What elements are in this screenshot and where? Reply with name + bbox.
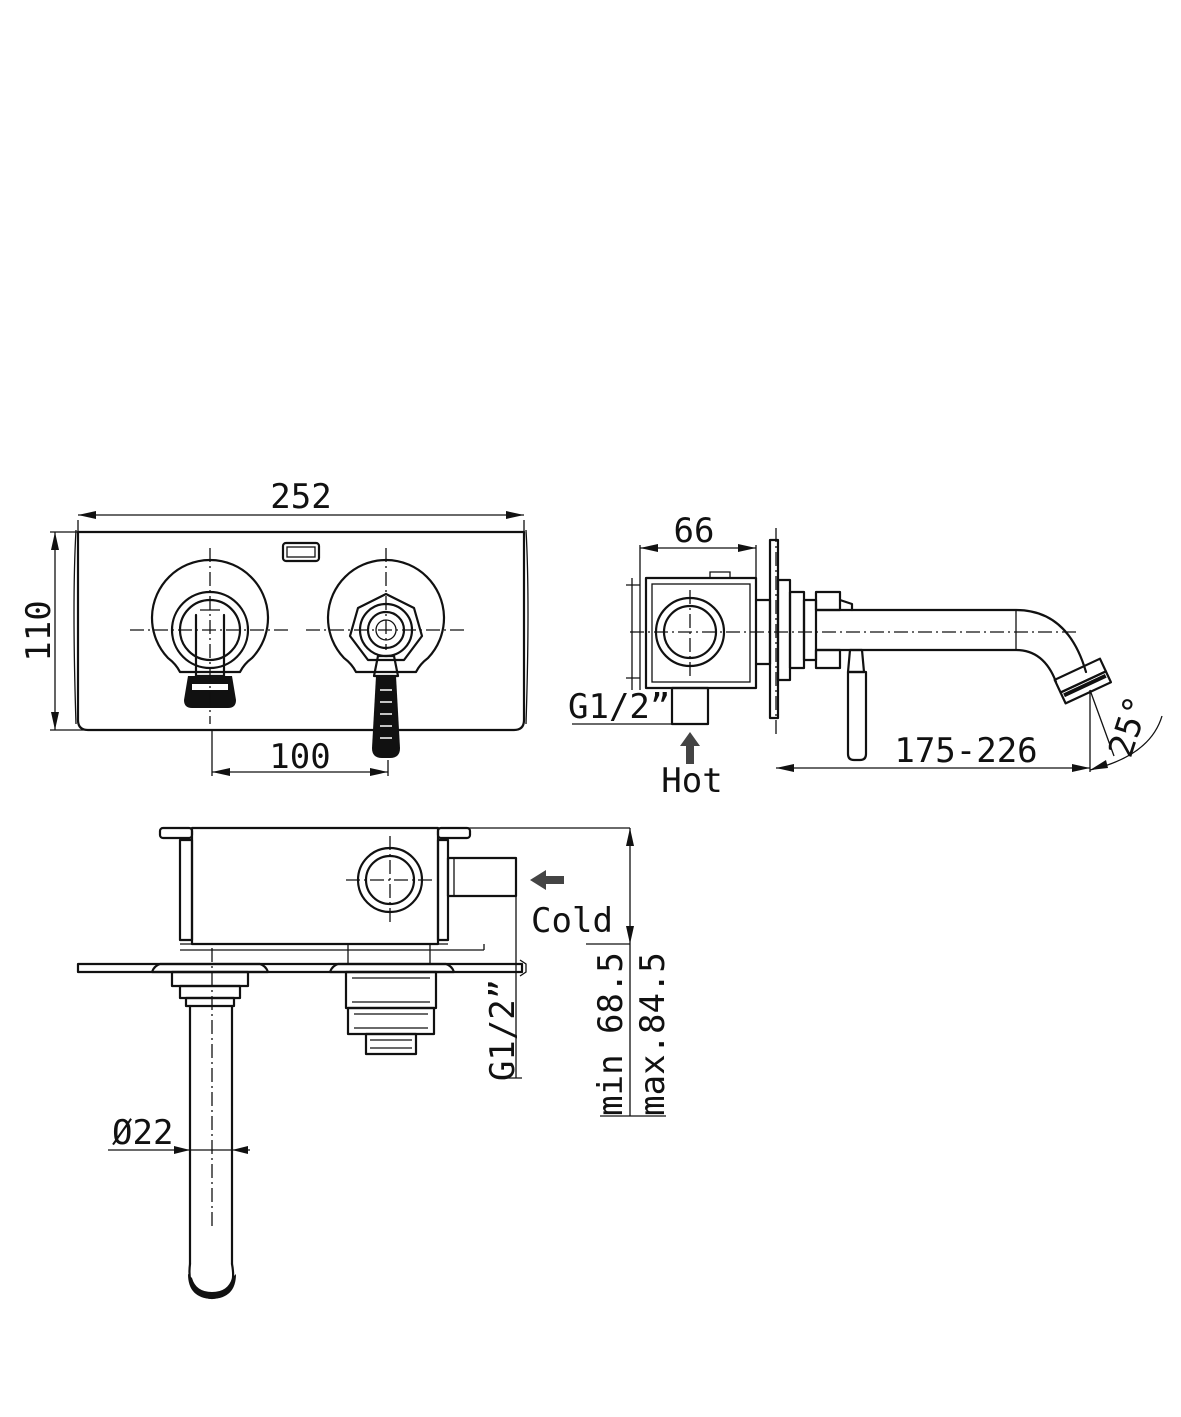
dim-min-depth-label: min 68.5 [591, 952, 631, 1116]
hot-label: Hot [661, 761, 722, 801]
dim-spacing-label: 100 [269, 737, 330, 777]
dim-depth-label: 66 [674, 511, 715, 551]
handle-rosette [326, 558, 446, 758]
dim-angle-label: 25° [1101, 691, 1158, 762]
overflow-slot [281, 541, 321, 563]
top-view: Ø22 Cold G1/2” min 68.5 max.84.5 [76, 826, 673, 1300]
thread-side-label: G1/2” [568, 687, 670, 727]
dim-height-label: 110 [19, 600, 59, 661]
dim-projection-label: 175-226 [894, 731, 1037, 771]
front-view: 252 110 100 [19, 477, 529, 777]
cold-label: Cold [531, 901, 613, 941]
dim-diameter-label: Ø22 [112, 1113, 173, 1153]
dim-max-depth-label: max.84.5 [633, 952, 673, 1116]
dim-width-label: 252 [270, 477, 331, 517]
thread-bottom-label: G1/2” [483, 979, 523, 1081]
side-view: 66 G1/2” Hot 175-226 25° [568, 511, 1163, 801]
